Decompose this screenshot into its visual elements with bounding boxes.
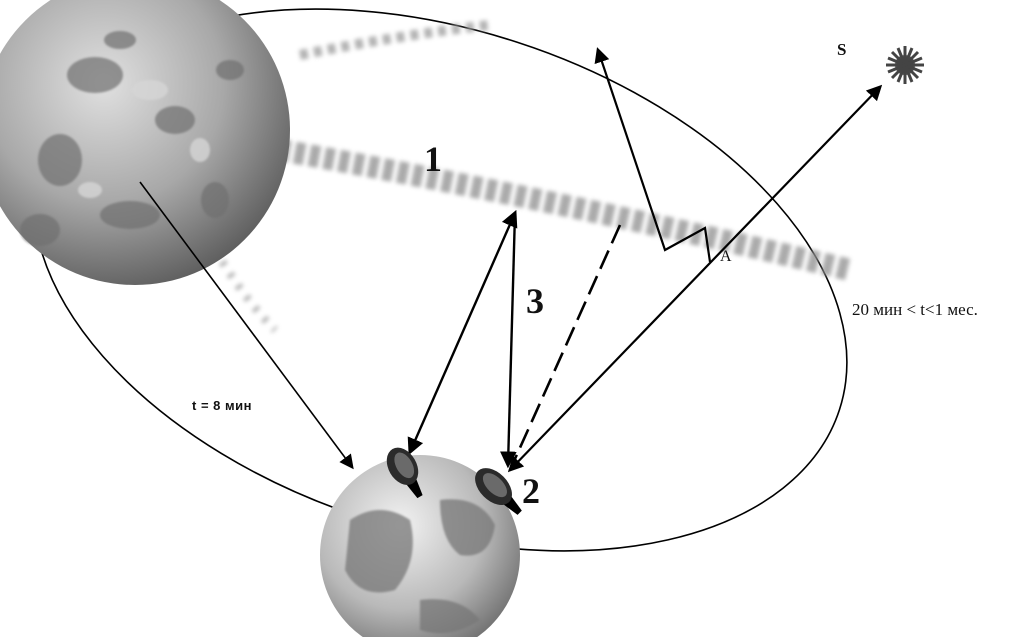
- source-s-label: S: [837, 40, 846, 60]
- dashed-path: [510, 225, 620, 470]
- path-3-right-arrow: [508, 213, 515, 465]
- path-3-label: 3: [526, 280, 544, 322]
- star-burst-icon: [886, 46, 924, 84]
- time-long-label: 20 мин < t<1 мес.: [852, 300, 978, 320]
- station-2-label: 2: [522, 470, 540, 512]
- path-3-left-arrow: [410, 213, 515, 452]
- ray-to-source: [510, 87, 880, 470]
- region-1-label: 1: [424, 138, 442, 180]
- time-short-label: t = 8 мин: [192, 398, 252, 413]
- planet-body: [0, 0, 290, 285]
- point-a-label: A: [720, 248, 732, 266]
